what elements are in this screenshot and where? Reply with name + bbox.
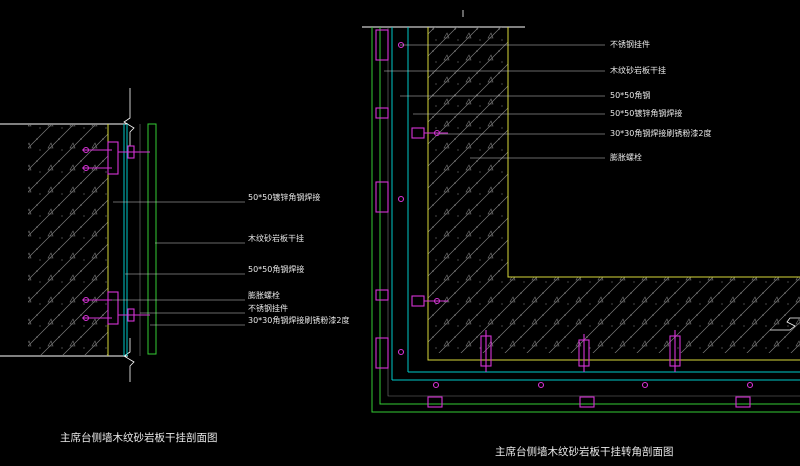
right-label-3: 50*50角钢 (610, 90, 650, 100)
right-horizontal-brackets (427, 330, 754, 408)
right-label-1: 不锈钢挂件 (610, 39, 650, 49)
left-label-3: 50*50角钢焊接 (248, 264, 304, 274)
left-section-title: 主席台侧墙木纹砂岩板干挂剖面图 (60, 431, 218, 444)
right-wall-outline (507, 27, 800, 278)
left-label-6: 30*30角钢焊接刷锈粉漆2度 (248, 315, 349, 325)
left-upper-bracket (82, 141, 150, 175)
right-section-title: 主席台侧墙木纹砂岩板干挂转角剖面图 (495, 445, 674, 458)
right-label-4: 50*50镀锌角钢焊接 (610, 108, 682, 118)
right-stone-panel-face (387, 27, 800, 397)
right-label-6: 膨胀螺栓 (610, 152, 642, 162)
right-vertical-brackets (375, 29, 405, 369)
right-label-5: 30*30角钢焊接刷锈粉漆2度 (610, 128, 711, 138)
right-section: 不锈钢挂件 木纹砂岩板干挂 50*50角钢 50*50镀锌角钢焊接 30*30角… (362, 10, 800, 458)
right-leader-lines (384, 44, 605, 159)
right-break-mark (770, 317, 800, 331)
left-leader-lines (112, 201, 245, 326)
top-break-mark (123, 88, 135, 146)
left-label-4: 膨胀螺栓 (248, 290, 280, 300)
left-lower-bracket (82, 291, 150, 325)
right-concrete-wall (428, 27, 800, 353)
left-section: 50*50镀锌角钢焊接 木纹砂岩板干挂 50*50角钢焊接 膨胀螺栓 不锈钢挂件… (0, 88, 349, 444)
right-wall-face (427, 27, 800, 361)
right-stone-panel-outer (371, 27, 800, 413)
left-label-5: 不锈钢挂件 (248, 303, 288, 313)
right-anchor-bolts (411, 127, 448, 307)
bottom-break-mark (123, 338, 135, 382)
left-concrete-wall (28, 125, 108, 355)
right-label-2: 木纹砂岩板干挂 (610, 65, 666, 75)
left-label-2: 木纹砂岩板干挂 (248, 233, 304, 243)
left-label-1: 50*50镀锌角钢焊接 (248, 192, 320, 202)
right-stone-panel-inner (379, 27, 800, 405)
left-stone-panel (147, 123, 157, 355)
